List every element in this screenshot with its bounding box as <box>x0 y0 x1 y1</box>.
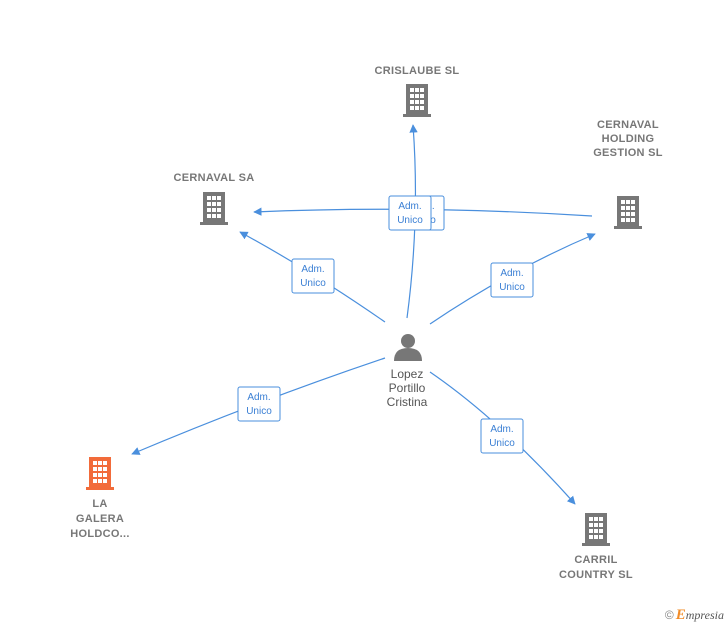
brand-text: mpresia <box>685 608 724 622</box>
relation-label-text: Unico <box>397 215 423 226</box>
person-icon <box>394 334 422 361</box>
company-node-la-galera[interactable]: LA GALERA HOLDCO... <box>70 457 130 540</box>
company-node-crislaube[interactable]: CRISLAUBE SL <box>375 65 460 117</box>
relation-label-box <box>291 258 335 294</box>
company-name: GESTION SL <box>593 147 663 159</box>
relation-label[interactable]: Adm. Unico <box>480 418 524 454</box>
company-name: CERNAVAL <box>597 119 659 131</box>
relation-label-text: Unico <box>246 406 272 417</box>
company-name: HOLDCO... <box>70 528 130 540</box>
relation-label[interactable]: Adm. Unico <box>388 195 432 231</box>
relation-label-text: Unico <box>489 438 515 449</box>
building-icon <box>200 192 228 225</box>
empresia-watermark: ©Empresia <box>665 607 724 624</box>
relation-label-text: Unico <box>499 282 525 293</box>
company-name: GALERA <box>76 513 124 525</box>
company-name: CARRIL <box>574 554 617 566</box>
relation-label-text: Adm. <box>301 264 324 275</box>
person-name: Lopez <box>391 367 424 381</box>
company-name: HOLDING <box>602 133 655 145</box>
person-name: Portillo <box>389 381 426 395</box>
relation-label-box <box>490 262 534 298</box>
relation-label-box <box>480 418 524 454</box>
company-name: CRISLAUBE SL <box>375 65 460 77</box>
building-icon <box>614 196 642 229</box>
nodes: CRISLAUBE SL CERNAVAL SA CERNAVAL HOLDING GE… <box>70 65 663 581</box>
building-icon <box>86 457 114 490</box>
copyright-symbol: © <box>664 608 674 622</box>
relation-label[interactable]: Adm. Unico <box>291 258 335 294</box>
relation-label-box <box>237 386 281 422</box>
edge-labels: Adm.UnicoAdm.UnicoAdm.UnicoAdm.UnicoAdm.… <box>237 195 534 454</box>
company-name: COUNTRY SL <box>559 569 633 581</box>
company-node-cernaval-sa[interactable]: CERNAVAL SA <box>174 172 255 225</box>
relation-label-text: Adm. <box>247 392 270 403</box>
company-name: CERNAVAL SA <box>174 172 255 184</box>
company-name: LA <box>92 498 107 510</box>
person-name: Cristina <box>387 395 428 409</box>
relation-label-text: Adm. <box>398 201 421 212</box>
brand-initial: E <box>675 607 686 623</box>
relation-label-text: Adm. <box>500 268 523 279</box>
relation-label[interactable]: Adm. Unico <box>490 262 534 298</box>
relation-label-box <box>388 195 432 231</box>
relation-label-text: Adm. <box>490 424 513 435</box>
company-node-carril-country[interactable]: CARRIL COUNTRY SL <box>559 513 633 581</box>
building-icon <box>582 513 610 546</box>
company-node-cernaval-holding[interactable]: CERNAVAL HOLDING GESTION SL <box>593 119 663 229</box>
building-icon <box>403 84 431 117</box>
relation-label[interactable]: Adm. Unico <box>237 386 281 422</box>
relation-label-text: Unico <box>300 278 326 289</box>
